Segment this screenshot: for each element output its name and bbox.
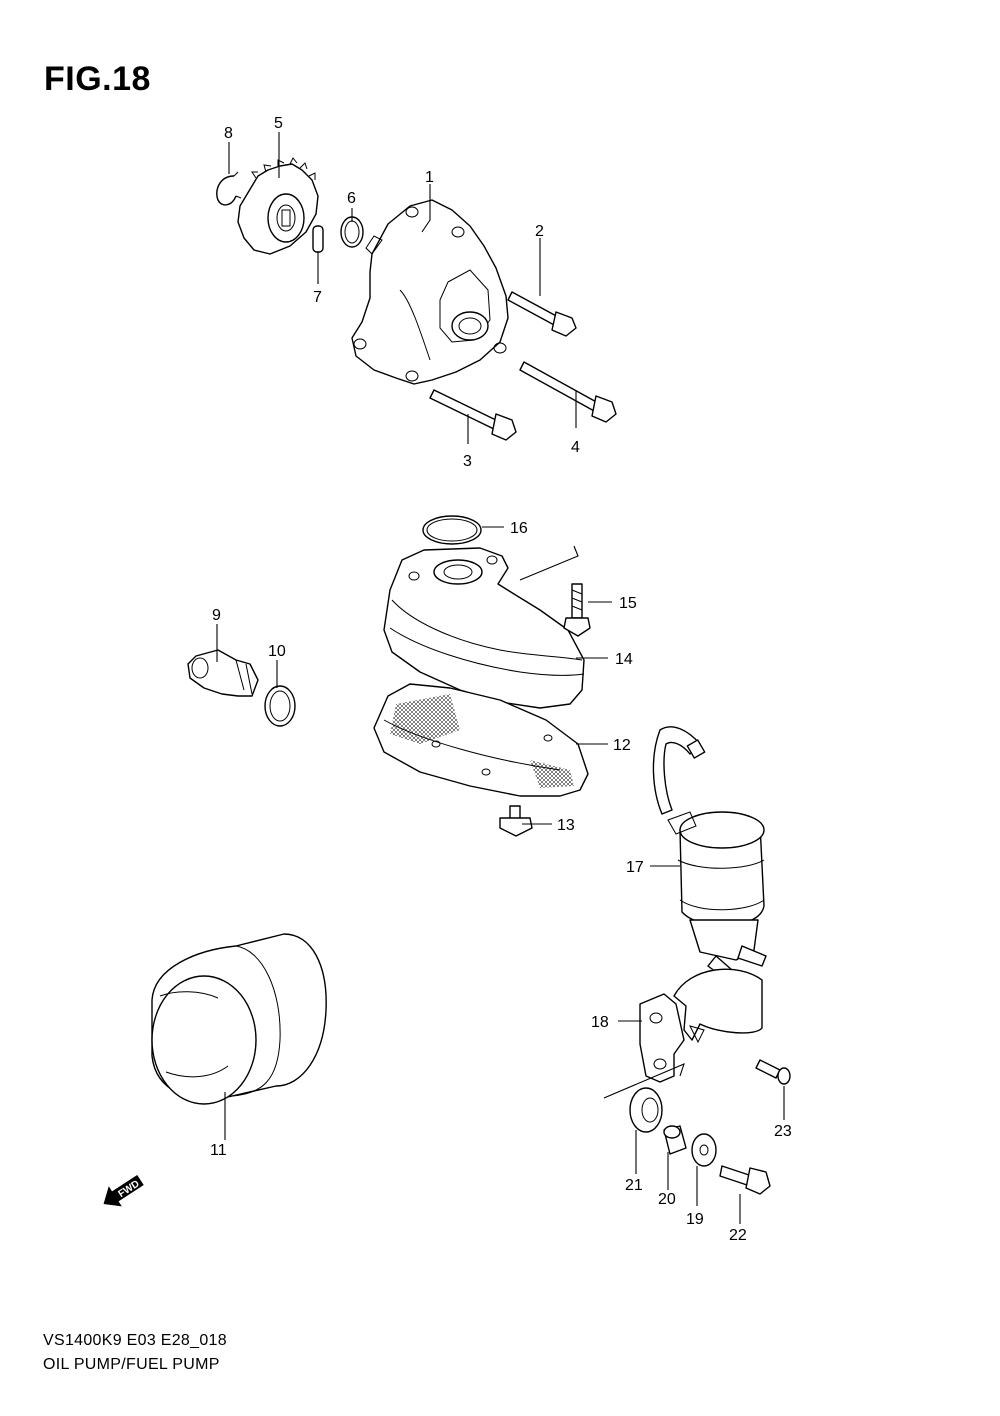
callout-7: 7: [313, 289, 322, 306]
callout-14: 14: [615, 651, 633, 668]
forward-arrow-icon: FWD: [103, 1174, 144, 1207]
callout-1: 1: [425, 169, 434, 186]
oil-pump-gear: [237, 157, 319, 255]
screw-23: [755, 1059, 791, 1085]
fuel-pump: [667, 811, 767, 979]
callout-6: 6: [347, 190, 356, 207]
o-ring-6: [340, 216, 364, 248]
callout-8: 8: [224, 125, 233, 142]
callout-18: 18: [591, 1014, 609, 1031]
leader-lines: [216, 132, 785, 1224]
callout-17: 17: [626, 859, 644, 876]
plug-9: [187, 649, 259, 697]
footer-title: OIL PUMP/FUEL PUMP: [43, 1356, 220, 1373]
callout-3: 3: [463, 453, 472, 470]
callout-13: 13: [557, 817, 575, 834]
callout-10: 10: [268, 643, 286, 660]
gasket-10: [264, 685, 296, 727]
oil-pump-body: [351, 199, 509, 385]
strainer-cover: [383, 547, 585, 709]
callout-19: 19: [686, 1211, 704, 1228]
circlip: [216, 171, 242, 206]
callout-4: 4: [571, 439, 580, 456]
callout-20: 20: [658, 1191, 676, 1208]
callout-15: 15: [619, 595, 637, 612]
oil-strainer: [373, 683, 589, 797]
fuel-hose: [652, 726, 706, 815]
bolt-2: [507, 291, 577, 337]
bolt-22: [719, 1165, 771, 1195]
callout-21: 21: [625, 1177, 643, 1194]
oil-filter: [151, 933, 327, 1105]
callout-2: 2: [535, 223, 544, 240]
bolt-15: [563, 583, 591, 637]
bolt-4: [519, 361, 617, 423]
footer-code: VS1400K9 E03 E28_018: [43, 1332, 227, 1349]
callout-16: 16: [510, 520, 528, 537]
callout-22: 22: [729, 1227, 747, 1244]
collar-20: [663, 1125, 687, 1155]
bolt-13: [499, 805, 533, 837]
o-ring-16: [422, 515, 482, 545]
callout-23: 23: [774, 1123, 792, 1140]
callout-9: 9: [212, 607, 221, 624]
washer-19: [691, 1133, 717, 1167]
bracket-18: [639, 968, 763, 1083]
callout-12: 12: [613, 737, 631, 754]
dowel-pin: [312, 225, 324, 253]
callout-11: 11: [210, 1142, 227, 1159]
figure-title: FIG.18: [44, 60, 151, 98]
callout-5: 5: [274, 115, 283, 132]
grommet-21: [629, 1087, 663, 1133]
bolt-3: [429, 389, 517, 441]
